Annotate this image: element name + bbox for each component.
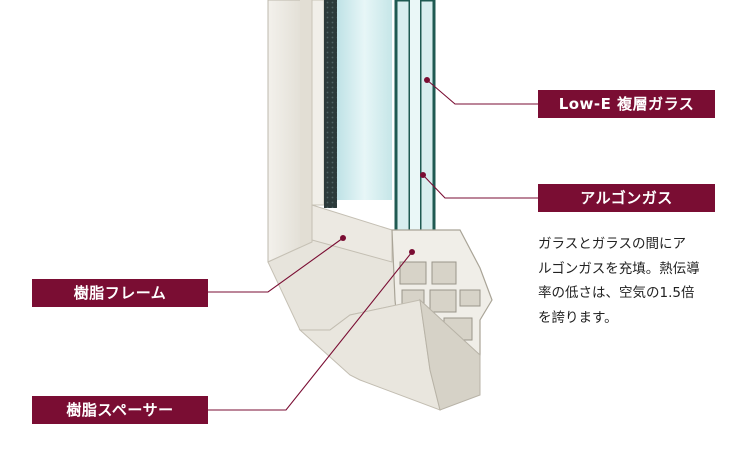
label-argon-gas: アルゴンガス bbox=[538, 184, 715, 212]
description-line: ルゴンガスを充填。熱伝導 bbox=[538, 260, 700, 277]
glass-view bbox=[337, 0, 392, 200]
outer-frame-jamb-face bbox=[300, 0, 312, 248]
argon-description: ガラスとガラスの間にア ルゴンガスを充填。熱伝導 率の低さは、空気の1.5倍 を… bbox=[538, 232, 728, 330]
description-line: を誇ります。 bbox=[538, 309, 618, 326]
label-low-e-glass: Low-E 複層ガラス bbox=[538, 90, 715, 118]
leader-dots bbox=[340, 77, 430, 255]
leader-lines bbox=[208, 79, 538, 411]
argon-gas-gap bbox=[410, 0, 420, 232]
sash-frame-vertical bbox=[311, 0, 325, 206]
description-line: 率の低さは、空気の1.5倍 bbox=[538, 285, 695, 301]
sill-extension-shade bbox=[419, 298, 481, 411]
label-resin-frame: 樹脂フレーム bbox=[32, 279, 208, 307]
description-line: ガラスとガラスの間にア bbox=[538, 236, 686, 252]
sash-bottom-rail bbox=[311, 204, 393, 263]
label-resin-spacer: 樹脂スペーサー bbox=[32, 396, 208, 424]
sealant-strip bbox=[324, 0, 337, 208]
glass-pane-inner bbox=[394, 0, 412, 242]
glass-pane-outer bbox=[418, 0, 436, 242]
